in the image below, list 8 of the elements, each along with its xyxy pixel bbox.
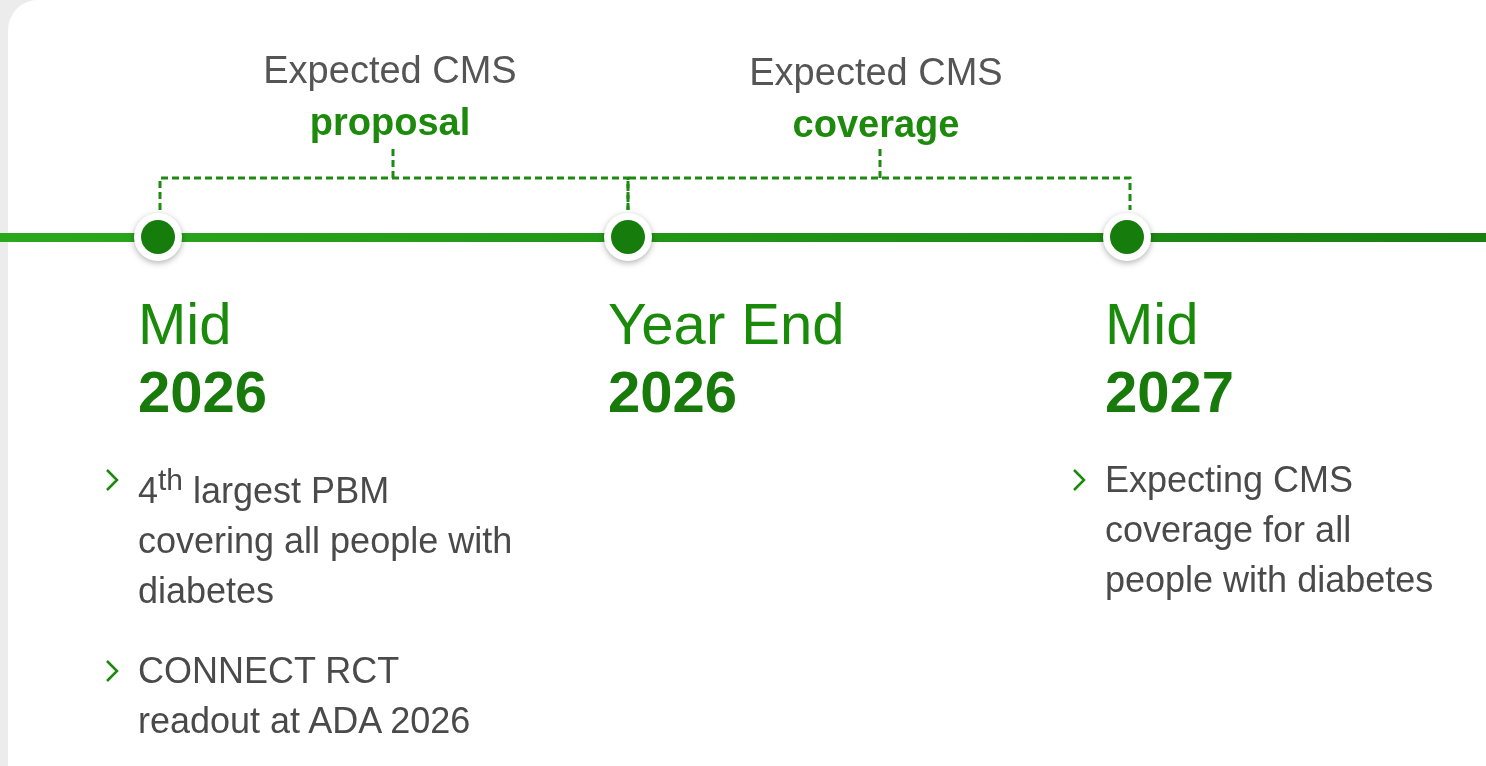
milestone-heading: Year End 2026 xyxy=(608,290,845,426)
milestone-heading: Mid 2027 xyxy=(1105,290,1235,426)
bullet-text: CONNECT RCT readout at ADA 2026 xyxy=(138,649,472,743)
bracket-label: Expected CMS coverage xyxy=(748,50,1004,147)
bullet-text: Expecting CMS coverage for all people with diabetes xyxy=(1105,458,1435,602)
milestone-heading: Mid 2026 xyxy=(138,290,268,426)
bracket-label: Expected CMS proposal xyxy=(262,48,518,145)
bullet-text: 4$^{th}$ largest PBM covering all people with diabetes xyxy=(138,462,514,613)
